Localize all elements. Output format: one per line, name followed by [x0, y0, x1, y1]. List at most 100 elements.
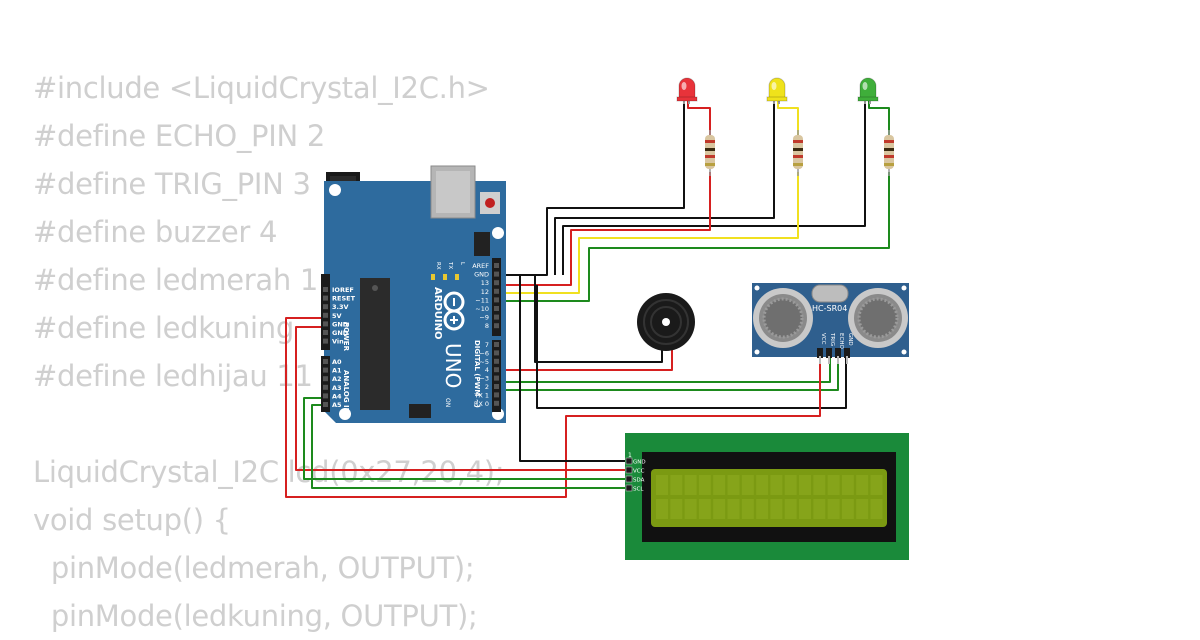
board-analog-label: ANALOG IN [342, 370, 350, 414]
header-pin [494, 358, 499, 364]
header-pin [323, 312, 328, 318]
lcd-cell [827, 499, 840, 519]
wire-green-led-gnd [562, 100, 866, 275]
lcd-cell [698, 499, 711, 519]
board-brand: ARDUINO [432, 287, 443, 339]
led-red [676, 77, 698, 104]
led-group [676, 77, 894, 176]
arduino-uno-board: ARDUINO UNO DIGITAL (PWM ~) ANALOG IN PO… [321, 165, 506, 423]
pin-label: A1 [332, 367, 342, 375]
lcd-cell [727, 499, 740, 519]
header-pin [494, 384, 499, 389]
lcd-pin [625, 457, 633, 465]
lcd-cell [813, 475, 826, 495]
header-pin [323, 304, 328, 310]
pin-label: GND [332, 329, 349, 337]
code-line: pinMode(ledkuning, OUTPUT); [33, 599, 478, 633]
pin-label: A0 [332, 358, 342, 366]
lcd-cell [713, 475, 726, 495]
led-yellow [766, 77, 788, 104]
pin-label: ~11 [475, 296, 489, 304]
lcd-cell [784, 475, 797, 495]
header-pin [494, 288, 499, 294]
header-pin [323, 359, 328, 364]
header-pin [323, 402, 328, 407]
wire-lcd-sda [303, 397, 629, 480]
board-model: UNO [441, 343, 465, 388]
code-line: #define ledmerah 1 [33, 263, 318, 297]
code-line: #include <LiquidCrystal_I2C.h> [33, 71, 490, 105]
lcd-cell [684, 475, 697, 495]
lcd-pin-label: GND [633, 460, 646, 466]
header-pin [494, 306, 499, 311]
header-pin [494, 323, 499, 329]
pin-label: ~5 [479, 358, 489, 366]
pin-label: 5V [332, 312, 342, 320]
pin-label: 12 [481, 288, 489, 296]
header-pin [323, 287, 328, 292]
pin-label: RESET [332, 295, 356, 303]
header-pin [494, 367, 499, 373]
sensor-pin-label: ECHO [838, 333, 844, 349]
wire-yellow-led-signal [497, 172, 799, 294]
header-pin [494, 400, 499, 406]
sensor-pin-label: VCC [820, 333, 826, 345]
pin-label: GND [332, 320, 349, 328]
pin-label: RX 0 [474, 400, 489, 408]
sensor-transducer-left [753, 288, 813, 348]
pin-label: IOREF [332, 286, 354, 294]
header-pin [323, 384, 328, 390]
lcd-cell [741, 499, 754, 519]
lcd-cell [827, 475, 840, 495]
code-line: #define ledkuning [33, 311, 294, 345]
header-pin [323, 393, 328, 399]
sensor-label: HC-SR04 [812, 304, 847, 313]
lcd-cell [770, 499, 783, 519]
pin-label: ~3 [479, 375, 489, 383]
board-led-label: TX [447, 261, 453, 269]
lcd-pin [625, 475, 633, 483]
pin-label: ~6 [479, 349, 489, 357]
lcd-pin [625, 466, 633, 474]
code-line: #define ledhijau 11 [33, 359, 313, 393]
wire-sensor-vcc [285, 317, 821, 498]
lcd-pin-label: SCL [633, 487, 644, 493]
pin-label: ~9 [479, 314, 489, 322]
header-pin [323, 376, 328, 382]
board-led-label: RX [435, 262, 441, 270]
pin-label: 2 [485, 383, 489, 391]
lcd-pin-marker: 1 [628, 452, 632, 459]
code-editor-text: #include <LiquidCrystal_I2C.h> #define EC… [33, 64, 505, 640]
pin-label: 13 [481, 279, 489, 287]
pin-label: 8 [485, 322, 489, 330]
board-on-label: ON [444, 398, 451, 407]
lcd-cell [870, 475, 883, 495]
led-green [857, 77, 879, 104]
pin-label: GND [474, 271, 489, 279]
resistor [793, 130, 803, 176]
header-pin [323, 338, 328, 344]
sensor-pin-label: GND [847, 333, 853, 346]
lcd-cell [713, 499, 726, 519]
lcd-cell [870, 499, 883, 519]
code-line: #define ECHO_PIN 2 [33, 119, 325, 153]
header-pin [494, 297, 499, 303]
code-line: #define TRIG_PIN 3 [33, 167, 311, 201]
lcd-cell [841, 499, 854, 519]
board-digital-label: DIGITAL (PWM ~) [473, 340, 481, 408]
pin-label: A3 [332, 384, 342, 392]
buzzer [637, 293, 695, 351]
header-pin [323, 330, 328, 335]
wire-lcd-gnd [497, 274, 629, 462]
lcd-cell [799, 499, 811, 519]
lcd-pin-label: SDA [633, 478, 645, 484]
wire-sensor-trig [497, 355, 831, 383]
wire-sensor-gnd [536, 285, 847, 409]
wire-buzzer-gnd [497, 274, 663, 363]
sensor-transducer-right [848, 288, 908, 348]
lcd-cell [741, 475, 754, 495]
board-led [455, 274, 459, 280]
board-led-label: L [459, 262, 465, 266]
